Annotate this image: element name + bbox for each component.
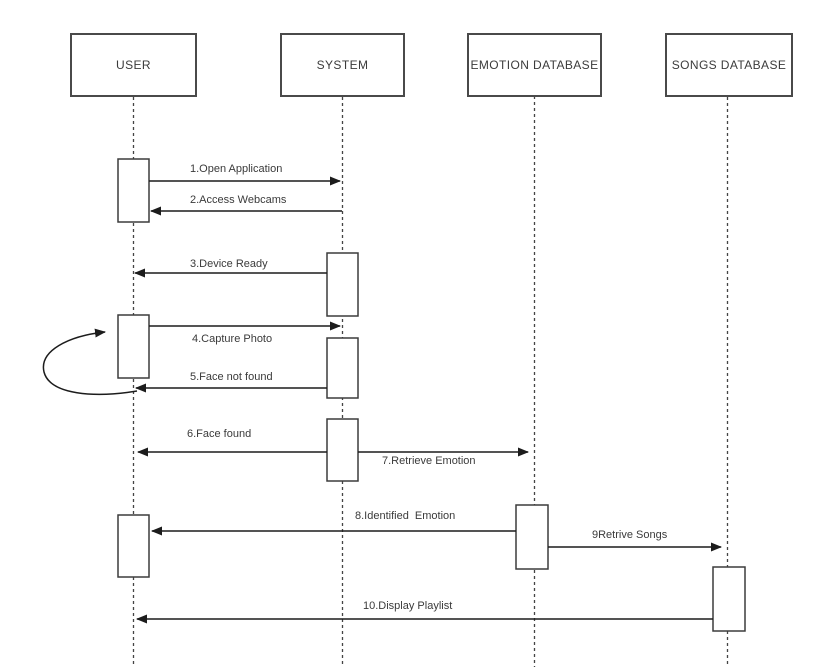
message-label-4: 4.Capture Photo (192, 333, 273, 345)
activation-user-3 (117, 514, 150, 578)
message-label-5: 5.Face not found (190, 371, 273, 383)
activation-system-2 (326, 337, 359, 399)
retry-loop-arrow (42, 328, 138, 396)
activation-user-2 (117, 314, 150, 379)
message-label-8: 8.Identified Emotion (355, 510, 456, 522)
message-label-9: 9Retrive Songs (592, 529, 668, 541)
actor-label-songs-database: SONGS DATABASE (671, 58, 787, 72)
message-label-7: 7.Retrieve Emotion (382, 455, 476, 467)
activation-system-3 (326, 418, 359, 482)
activation-emotion-db (515, 504, 549, 570)
message-label-2: 2.Access Webcams (190, 194, 287, 206)
actor-label-emotion-database: EMOTION DATABASE (470, 58, 599, 72)
actor-label-system: SYSTEM (316, 58, 369, 72)
actor-box-user: USER (70, 33, 197, 97)
message-label-10: 10.Display Playlist (363, 600, 453, 612)
actor-box-system: SYSTEM (280, 33, 405, 97)
actor-label-user: USER (116, 58, 151, 72)
message-label-3: 3.Device Ready (190, 258, 268, 270)
message-label-1: 1.Open Application (190, 163, 283, 175)
actor-box-emotion-database: EMOTION DATABASE (467, 33, 602, 97)
activation-user-1 (117, 158, 150, 223)
activation-songs-db (712, 566, 746, 632)
message-label-6: 6.Face found (187, 428, 252, 440)
activation-system-1 (326, 252, 359, 317)
actor-box-songs-database: SONGS DATABASE (665, 33, 793, 97)
